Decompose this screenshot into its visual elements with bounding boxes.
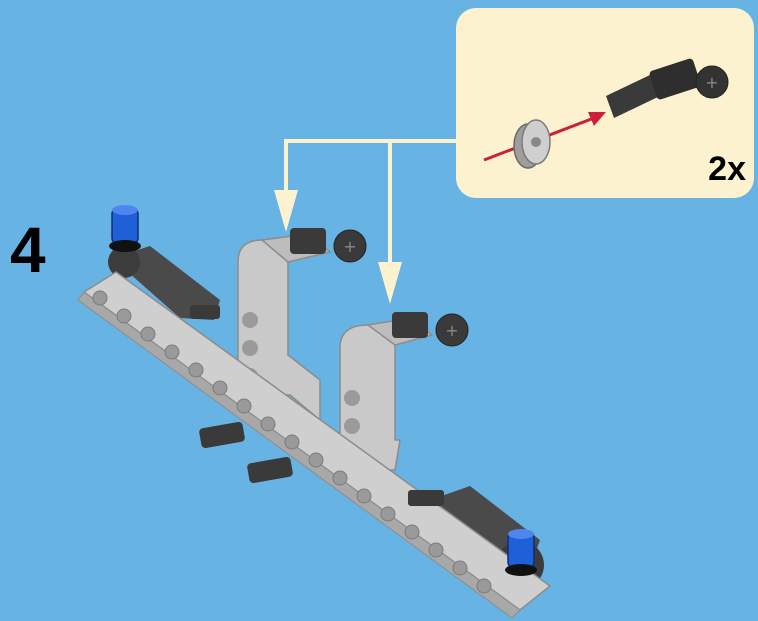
guide-arrow-icon	[274, 141, 456, 304]
svg-text:+: +	[445, 321, 458, 340]
axle-connector-icon: +	[606, 58, 728, 118]
svg-text:+: +	[343, 237, 356, 256]
blue-pin-icon	[505, 529, 537, 576]
blue-pin-icon	[109, 205, 141, 252]
bush-icon	[514, 120, 550, 168]
step-number: 4	[10, 218, 46, 282]
parts-callout: + 2x	[456, 8, 754, 198]
long-beam-icon	[78, 272, 550, 618]
quantity-label: 2x	[708, 152, 746, 186]
svg-text:+: +	[705, 73, 718, 92]
